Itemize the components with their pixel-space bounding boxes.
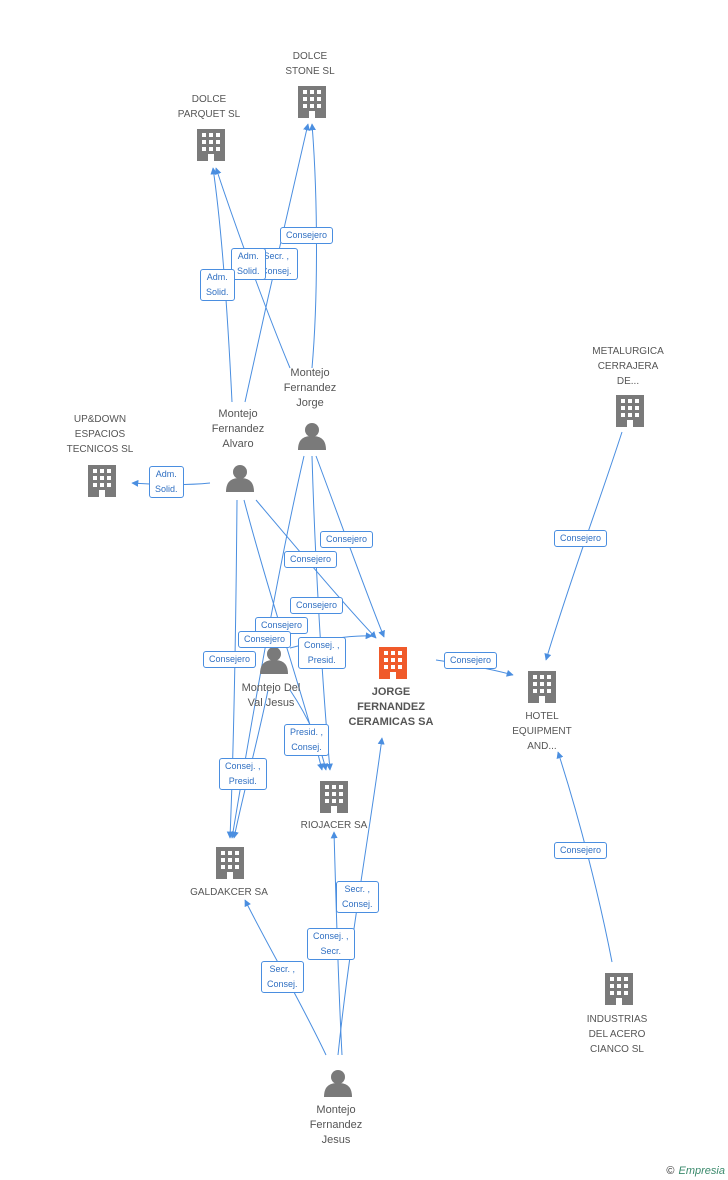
node-montejo-del-val-jesus[interactable]: Montejo Del Val Jesus [226, 681, 316, 711]
footer-brand: ©Empresia [666, 1165, 725, 1177]
node-label: METALURGICA CERRAJERA DE... [592, 346, 664, 387]
galdakcer-building-icon[interactable] [216, 847, 244, 879]
node-montejo-fernandez-jesus[interactable]: Montejo Fernandez Jesus [296, 1103, 376, 1148]
copyright-symbol: © [666, 1165, 675, 1177]
edge-label[interactable]: Secr. , Consej. [336, 881, 379, 913]
node-montejo-fernandez-jorge[interactable]: Montejo Fernandez Jorge [270, 366, 350, 411]
edge-label[interactable]: Consejero [238, 631, 292, 648]
edge-label[interactable]: Adm. Solid. [200, 269, 235, 301]
edge-label[interactable]: Consejero [284, 551, 338, 568]
node-riojacer[interactable]: RIOJACER SA [284, 818, 384, 833]
node-label: DOLCE PARQUET SL [177, 94, 241, 120]
edge-industrias-hotel [556, 751, 613, 963]
node-label: Montejo Fernandez Alvaro [211, 408, 265, 450]
edge-label[interactable]: Consejero [554, 530, 608, 547]
node-industrias-acero[interactable]: INDUSTRIAS DEL ACERO CIANCO SL [567, 1012, 667, 1057]
edge-label[interactable]: Consejero [320, 531, 374, 548]
node-label: DOLCE STONE SL [285, 51, 335, 77]
node-label: JORGE FERNANDEZ CERAMICAS SA [348, 686, 434, 728]
edge-label[interactable]: Adm. Solid. [231, 248, 266, 280]
edge-label[interactable]: Secr. , Consej. [261, 961, 304, 993]
edge-alvaro-galdakcer [226, 499, 238, 839]
edges [131, 123, 623, 1056]
dolce-parquet-building-icon[interactable] [197, 129, 225, 161]
edge-label[interactable]: Adm. Solid. [149, 466, 184, 498]
edge-label[interactable]: Consejero [290, 597, 344, 614]
edge-label[interactable]: Consej. , Presid. [298, 637, 346, 669]
node-label: Montejo Fernandez Jesus [309, 1104, 363, 1146]
node-metalurgica[interactable]: METALURGICA CERRAJERA DE... [578, 344, 678, 389]
alvaro-person-icon[interactable] [226, 465, 254, 492]
edge-label[interactable]: Consejero [444, 652, 498, 669]
brand-name: Empresia [678, 1165, 725, 1177]
edge-jorge-dolce-stone [309, 123, 317, 369]
node-label: UP&DOWN ESPACIOS TECNICOS SL [66, 414, 134, 455]
node-label: INDUSTRIAS DEL ACERO CIANCO SL [586, 1014, 648, 1055]
edge-label[interactable]: Consejero [280, 227, 334, 244]
riojacer-building-icon[interactable] [320, 781, 348, 813]
node-galdakcer[interactable]: GALDAKCER SA [174, 885, 284, 900]
hotel-building-icon[interactable] [528, 671, 556, 703]
jesus-person-icon[interactable] [324, 1070, 352, 1097]
node-label: RIOJACER SA [300, 820, 368, 831]
node-label: Montejo Fernandez Jorge [283, 367, 337, 409]
updown-building-icon[interactable] [88, 465, 116, 497]
node-dolce-parquet[interactable]: DOLCE PARQUET SL [164, 92, 254, 122]
node-updown[interactable]: UP&DOWN ESPACIOS TECNICOS SL [50, 412, 150, 457]
industrias-building-icon[interactable] [605, 973, 633, 1005]
edge-label[interactable]: Presid. , Consej. [284, 724, 330, 756]
node-label: Montejo Del Val Jesus [241, 682, 301, 709]
node-dolce-stone[interactable]: DOLCE STONE SL [270, 49, 350, 79]
edge-alvaro-focus [255, 499, 377, 639]
focus-company-building-icon[interactable] [379, 647, 407, 679]
node-montejo-fernandez-alvaro[interactable]: Montejo Fernandez Alvaro [198, 407, 278, 452]
node-hotel-equipment[interactable]: HOTEL EQUIPMENT AND... [497, 709, 587, 754]
node-focus-company[interactable]: JORGE FERNANDEZ CERAMICAS SA [336, 685, 446, 730]
dolce-stone-building-icon[interactable] [298, 86, 326, 118]
edge-label[interactable]: Consejero [554, 842, 608, 859]
edge-jorge-focus [315, 455, 385, 638]
node-label: HOTEL EQUIPMENT AND... [512, 711, 572, 752]
node-label: GALDAKCER SA [190, 887, 268, 898]
jorge-person-icon[interactable] [298, 423, 326, 450]
edge-label[interactable]: Consej. , Presid. [219, 758, 267, 790]
edge-label[interactable]: Consej. , Secr. [307, 928, 355, 960]
edge-label[interactable]: Consejero [203, 651, 257, 668]
metalurgica-building-icon[interactable] [616, 395, 644, 427]
